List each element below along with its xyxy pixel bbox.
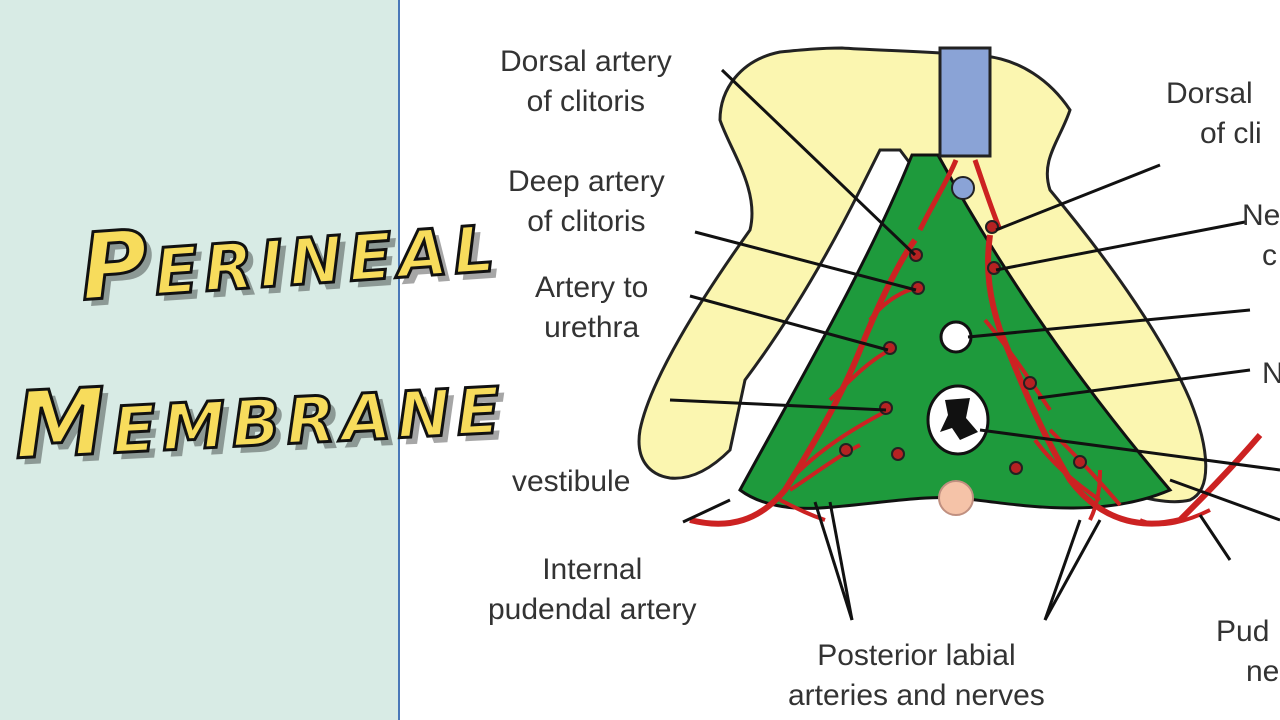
label-n-right: N <box>1262 357 1280 390</box>
leader-line <box>967 308 1251 339</box>
dorsal-vein <box>938 46 992 158</box>
leader-line <box>1043 519 1082 621</box>
diagram-panel: Dorsal artery of clitoris Deep artery of… <box>398 0 1280 720</box>
vessel-branch-right-4 <box>1139 508 1211 527</box>
vessel-dot <box>879 401 893 415</box>
label-artery-to-urethra: Artery to urethra <box>535 271 649 344</box>
label-nerve-right: Ne c <box>1242 199 1280 272</box>
dorsal-nerve-circle <box>951 176 975 200</box>
vessel-dot <box>891 447 905 461</box>
leader-lines <box>669 68 1280 621</box>
leader-line <box>694 230 917 292</box>
vessel-branch-right-5 <box>1088 469 1102 521</box>
vessel-dot <box>1023 376 1037 390</box>
anal-opening <box>938 480 974 516</box>
dorsal-artery-left-vessel <box>917 159 959 232</box>
leader-line <box>995 220 1246 272</box>
label-deep-artery-of-clitoris: Deep artery of clitoris <box>508 165 665 238</box>
leader-line <box>979 428 1280 472</box>
vessel-branch-right-1 <box>1033 438 1102 502</box>
label-pudendal-nerve: Pud ne <box>1216 615 1280 688</box>
leader-line <box>1169 478 1280 522</box>
leader-line <box>1043 519 1102 621</box>
vessel-dot <box>987 261 1001 275</box>
vessel-dot <box>1073 455 1087 469</box>
vessel-dot <box>985 220 999 234</box>
perineal-membrane-diagram <box>637 46 1280 621</box>
leader-line <box>1037 368 1251 400</box>
vessel-branch-left-1 <box>788 443 861 492</box>
leader-line <box>995 163 1161 232</box>
leader-line <box>682 498 731 524</box>
vaginal-lumen <box>940 398 978 440</box>
vessel-dot <box>1009 461 1023 475</box>
leader-line <box>813 501 854 621</box>
label-artery-to-vestibule: vestibule <box>512 465 631 498</box>
leader-line <box>720 68 917 257</box>
vessel-branch-left-3 <box>828 348 891 402</box>
label-dorsal-nerve-of-clitoris: Dorsal of cli <box>1166 77 1262 150</box>
vessel-branch-right-3 <box>983 318 1052 412</box>
leader-line <box>828 501 854 621</box>
internal-pudendal-artery-right <box>985 234 1263 527</box>
label-dorsal-artery-of-clitoris: Dorsal artery of clitoris <box>500 45 672 118</box>
left-title-panel <box>0 0 398 720</box>
label-posterior-labial-arteries-and-nerves: Posterior labial arteries and nerves <box>788 639 1045 712</box>
leader-line <box>689 294 889 352</box>
vessel-branch-left-2 <box>793 408 889 477</box>
vessel-dot <box>839 443 853 457</box>
urethra-opening <box>939 320 973 354</box>
vessel-dots <box>839 220 1087 475</box>
label-internal-pudendal-artery: Internal pudendal artery <box>488 553 697 626</box>
leader-line <box>1198 514 1232 561</box>
leader-line <box>669 398 887 412</box>
